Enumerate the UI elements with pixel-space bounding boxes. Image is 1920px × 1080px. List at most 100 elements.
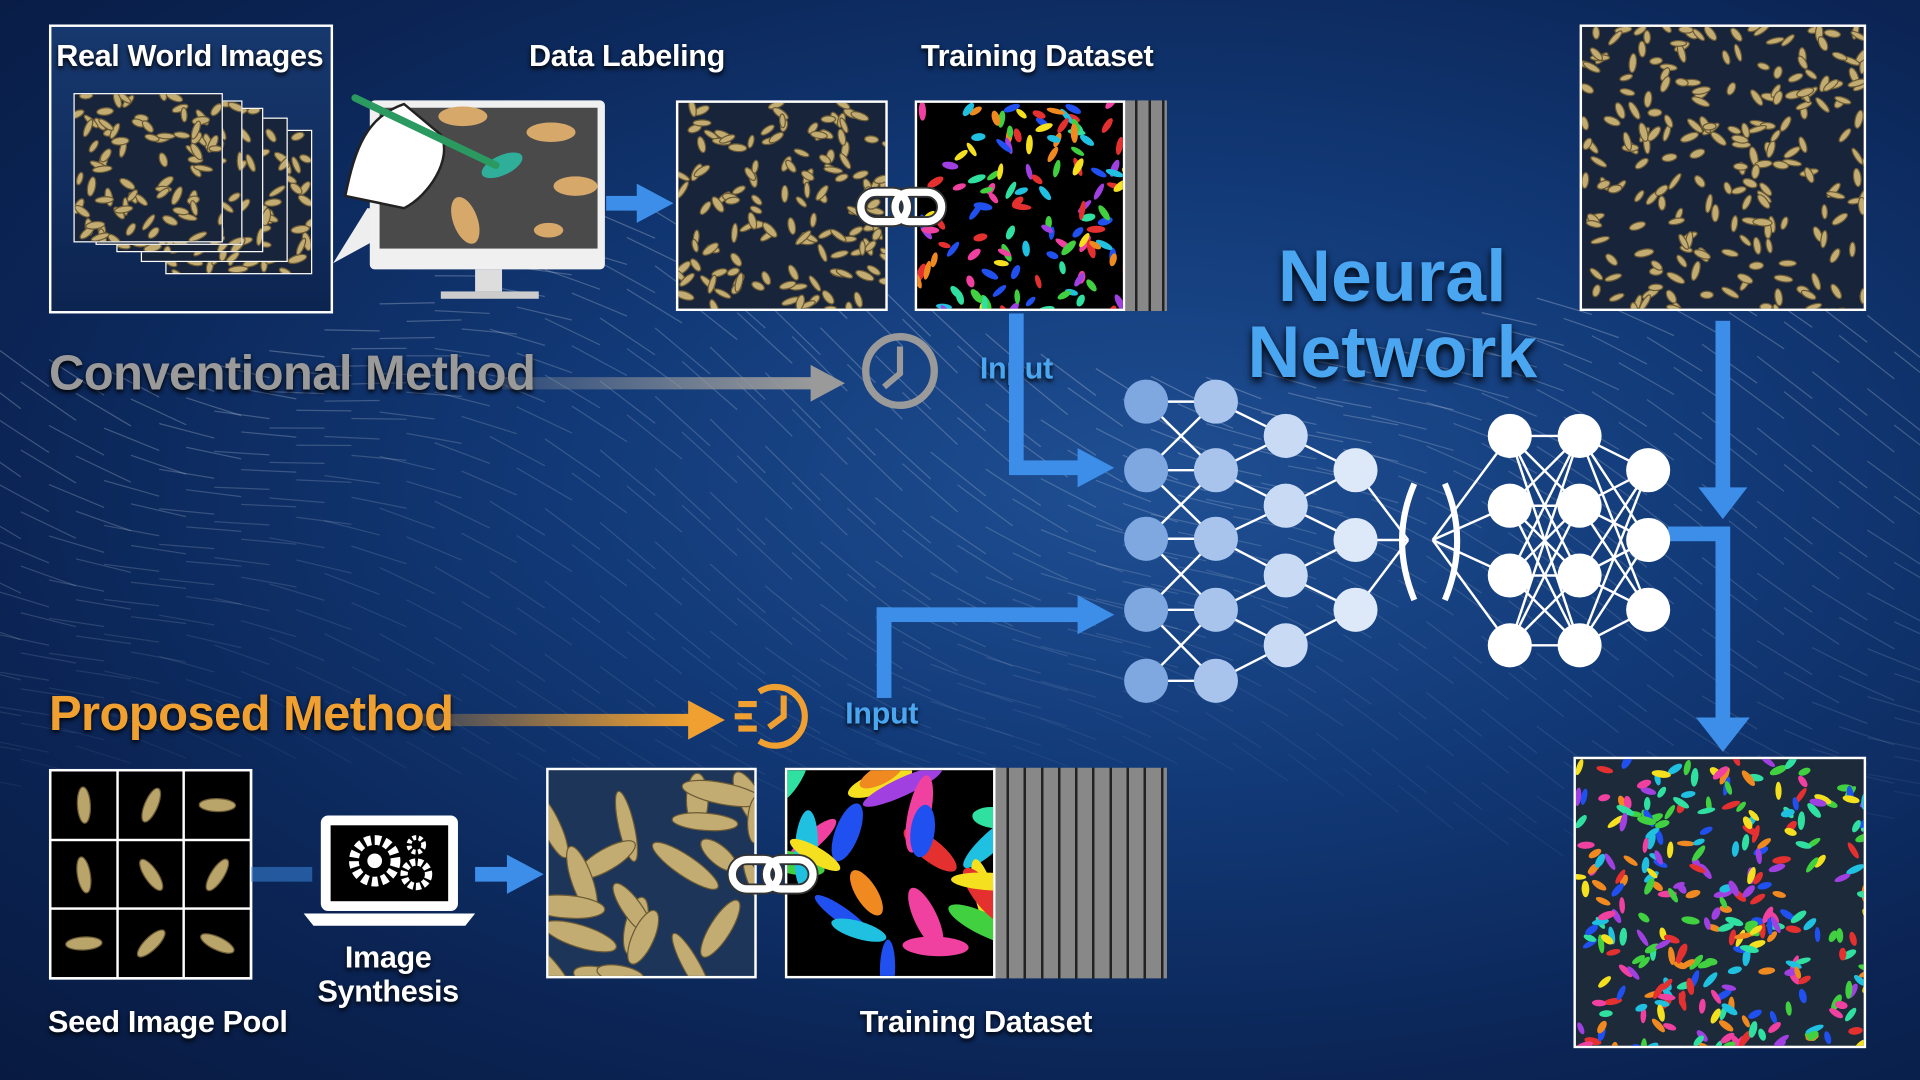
seed-shape <box>1736 273 1754 285</box>
mesh-line <box>324 364 380 368</box>
mesh-line <box>1508 370 1564 392</box>
mask-segment <box>1836 928 1844 943</box>
mesh-line <box>1260 658 1317 694</box>
mask-segment <box>1076 294 1085 307</box>
seed-shape <box>295 237 307 256</box>
mesh-line <box>599 595 656 641</box>
seed-shape <box>1753 26 1770 37</box>
mesh-line <box>434 636 491 672</box>
mask-segment <box>1580 788 1588 805</box>
seed-shape <box>1797 55 1809 70</box>
seed-shape <box>85 220 106 230</box>
mesh-line <box>48 579 105 592</box>
mesh-line <box>1563 317 1619 339</box>
seed-shape <box>1721 286 1740 299</box>
mesh-line <box>1397 712 1454 757</box>
mesh-line <box>1426 401 1482 421</box>
seed-shape <box>711 268 728 278</box>
network-node <box>1124 516 1169 561</box>
mesh-line <box>1728 447 1785 492</box>
mesh-line <box>1040 478 1097 508</box>
mesh-line <box>1783 607 1840 645</box>
mesh-line <box>599 731 656 767</box>
mesh-line <box>1756 701 1813 730</box>
mesh-line <box>875 742 931 764</box>
mask-segment <box>1711 989 1722 1004</box>
mask-segment <box>1774 1034 1789 1046</box>
mask-segment <box>1005 225 1016 240</box>
mask-segment <box>962 102 975 117</box>
mask-segment <box>918 102 927 121</box>
seed-shape <box>1859 287 1864 305</box>
network-node <box>1124 658 1169 703</box>
mask-segment <box>1722 1041 1736 1046</box>
mesh-line <box>461 600 518 636</box>
mesh-line <box>571 544 628 587</box>
seed-shape <box>855 269 875 282</box>
real-world-image-stack <box>73 93 318 283</box>
seed-shape <box>1796 87 1815 98</box>
mask-segment <box>1619 927 1628 946</box>
seed-shape <box>1773 274 1794 283</box>
mesh-line <box>186 489 242 498</box>
mesh-line <box>351 545 407 565</box>
seed-shape <box>834 102 851 110</box>
mesh-line <box>1343 379 1399 392</box>
mask-segment <box>1785 960 1802 969</box>
mask-segment <box>1668 888 1679 903</box>
seed-shape <box>1622 131 1633 151</box>
mask-segment <box>1759 920 1766 939</box>
mesh-line <box>1426 765 1483 810</box>
mask-segment <box>1074 272 1085 287</box>
mesh-line <box>544 269 601 290</box>
seed-shape <box>1649 56 1663 66</box>
mesh-line <box>75 669 132 680</box>
mask-segment <box>1680 790 1696 798</box>
mesh-line <box>1177 640 1234 661</box>
mesh-line <box>1811 371 1868 416</box>
mask-segment <box>1758 1028 1766 1041</box>
network-node <box>1193 448 1238 493</box>
mask-segment <box>1109 253 1117 267</box>
mask-segment <box>1651 881 1663 892</box>
mesh-line <box>159 422 215 439</box>
seed-shape <box>878 277 886 286</box>
mesh-line <box>0 781 21 787</box>
mask-segment <box>1785 925 1802 933</box>
mask-segment <box>1585 924 1598 936</box>
mask-segment <box>1845 980 1853 999</box>
mesh-line <box>847 632 903 670</box>
network-node <box>1193 516 1238 561</box>
seed-shape <box>1773 65 1783 80</box>
mesh-line <box>1398 523 1454 554</box>
mesh-line <box>406 480 462 499</box>
mask-segment <box>1699 1043 1712 1046</box>
mesh-line <box>1867 529 1920 565</box>
mesh-line <box>820 746 876 771</box>
mesh-line <box>351 417 407 420</box>
seed-shape <box>1582 116 1590 131</box>
seed-shape <box>548 944 576 976</box>
seed-shape <box>859 240 866 256</box>
seed-shape <box>651 841 719 890</box>
seed-shape <box>299 154 312 164</box>
seed-shape <box>627 909 660 965</box>
seed-shape <box>75 171 84 186</box>
mask-segment <box>966 142 977 157</box>
mesh-line <box>241 538 297 545</box>
mesh-line <box>75 635 132 645</box>
mesh-line <box>75 392 132 427</box>
mask-segment <box>996 139 1012 153</box>
mesh-line <box>820 705 876 734</box>
seed-shape <box>1854 109 1864 129</box>
seed-shape <box>1730 27 1743 42</box>
mesh-line <box>241 388 297 400</box>
seed-shape <box>1781 34 1795 47</box>
seed-shape <box>718 134 736 144</box>
mesh-line <box>214 450 270 456</box>
mesh-line <box>379 704 436 738</box>
seed-shape <box>818 154 832 165</box>
mesh-line <box>1838 726 1895 746</box>
mesh-line <box>1618 362 1675 395</box>
mesh-line <box>1288 392 1344 408</box>
